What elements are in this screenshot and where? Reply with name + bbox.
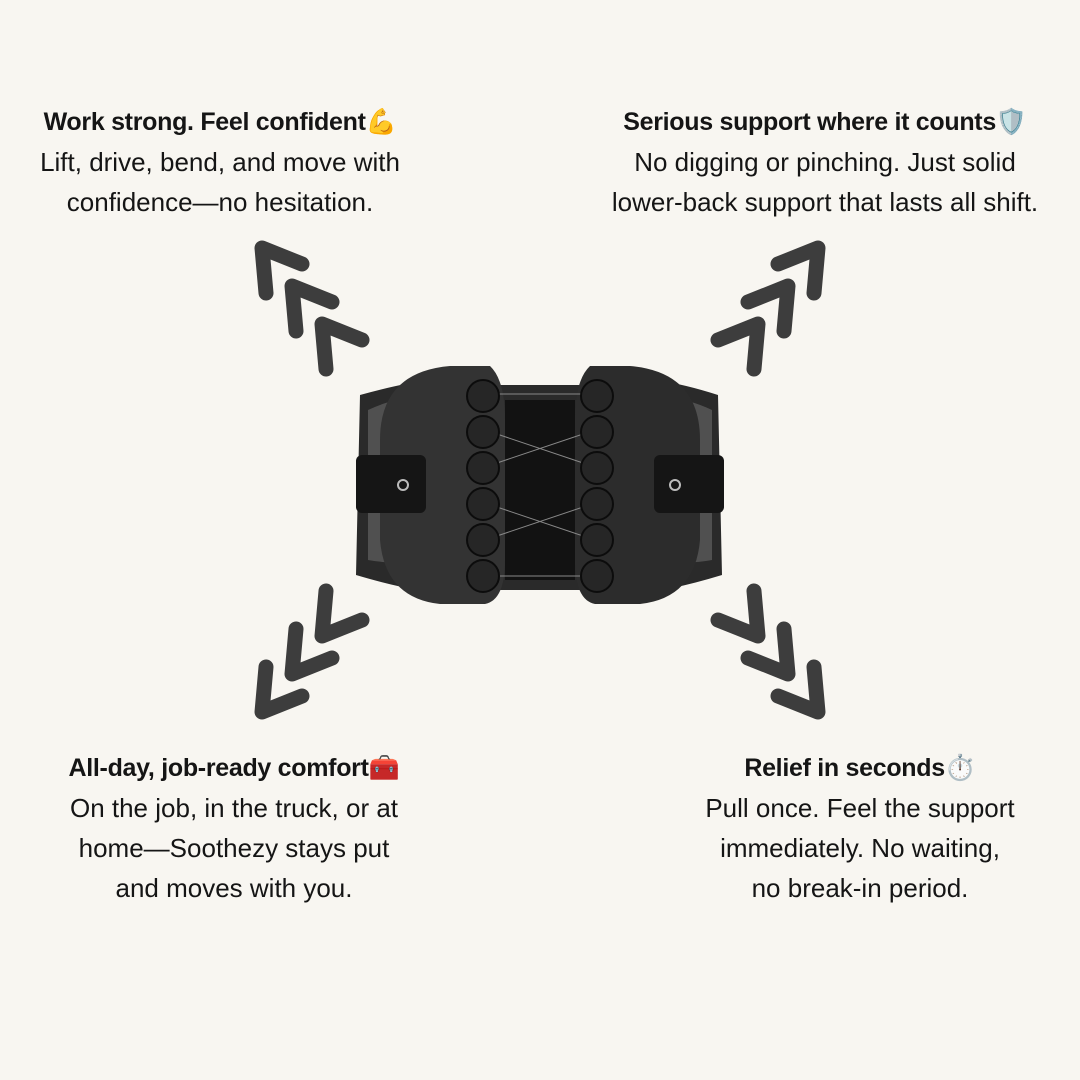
back-brace-product-image	[356, 366, 724, 604]
feature-all-day-comfort: All-day, job-ready comfort🧰 On the job, …	[14, 748, 454, 908]
arrows-down-right-icon	[718, 591, 818, 712]
arrows-up-left-icon	[262, 248, 362, 369]
feature-text-line: and moves with you.	[115, 873, 353, 903]
feature-work-strong: Work strong. Feel confident💪 Lift, drive…	[0, 102, 440, 222]
feature-text-line: Pull once. Feel the support	[705, 793, 1015, 823]
feature-title: Relief in seconds⏱️	[744, 754, 976, 782]
feature-text-line: lower-back support that lasts all shift.	[611, 187, 1039, 217]
feature-text-line: On the job, in the truck, or at	[69, 793, 399, 823]
feature-text-line: No digging or pinching. Just solid	[634, 147, 1016, 177]
feature-serious-support: Serious support where it counts🛡️ No dig…	[560, 102, 1080, 222]
feature-title: All-day, job-ready comfort🧰	[68, 754, 400, 782]
feature-text-line: confidence—no hesitation.	[66, 187, 374, 217]
feature-text-line: immediately. No waiting,	[720, 833, 1000, 863]
feature-text-line: no break-in period.	[751, 873, 969, 903]
feature-relief-in-seconds: Relief in seconds⏱️ Pull once. Feel the …	[660, 748, 1060, 908]
arrows-down-left-icon	[262, 591, 362, 712]
feature-title: Work strong. Feel confident💪	[43, 108, 397, 136]
feature-title: Serious support where it counts🛡️	[623, 108, 1027, 136]
feature-text-line: home—Soothezy stays put	[78, 833, 390, 863]
feature-text-line: Lift, drive, bend, and move with	[40, 147, 400, 177]
arrows-up-right-icon	[718, 248, 818, 369]
